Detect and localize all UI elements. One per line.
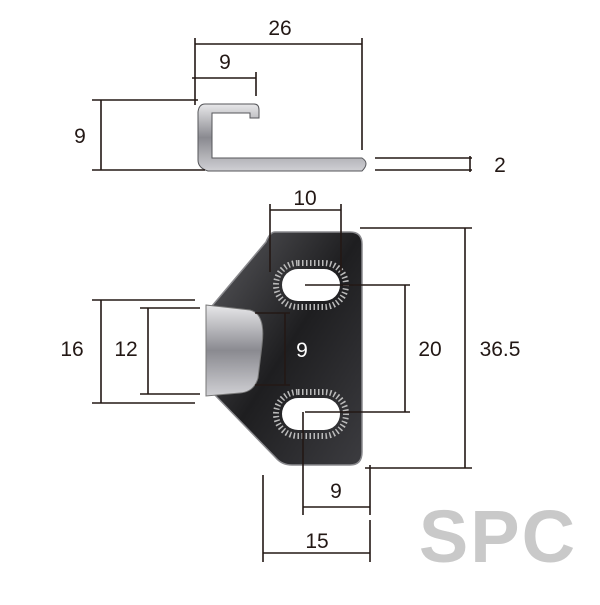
dim-label-tab-inner: 12 bbox=[114, 338, 137, 361]
front-view-part bbox=[205, 231, 363, 466]
dimension-lines bbox=[92, 38, 472, 562]
serration-lower bbox=[273, 389, 349, 439]
dim-label-tab-gap: 9 bbox=[296, 339, 308, 362]
slot-lower bbox=[282, 398, 340, 430]
dim-label-slot-pitch: 20 bbox=[418, 338, 441, 361]
side-profile bbox=[197, 103, 367, 172]
dim-label-slot-offset: 9 bbox=[330, 480, 342, 503]
dim-label-tab-outer: 16 bbox=[60, 338, 83, 361]
dim-label-total-height: 36.5 bbox=[480, 338, 521, 361]
dim-label-top-width: 26 bbox=[268, 17, 291, 40]
mounting-tab bbox=[205, 304, 264, 397]
dim-label-base-width: 15 bbox=[305, 530, 328, 553]
dim-label-hook-width: 9 bbox=[219, 51, 231, 74]
dim-label-thickness: 2 bbox=[494, 154, 506, 177]
dim-label-side-height: 9 bbox=[74, 125, 86, 148]
spc-watermark: SPC bbox=[419, 495, 577, 578]
dim-label-slot-width: 10 bbox=[293, 187, 316, 210]
